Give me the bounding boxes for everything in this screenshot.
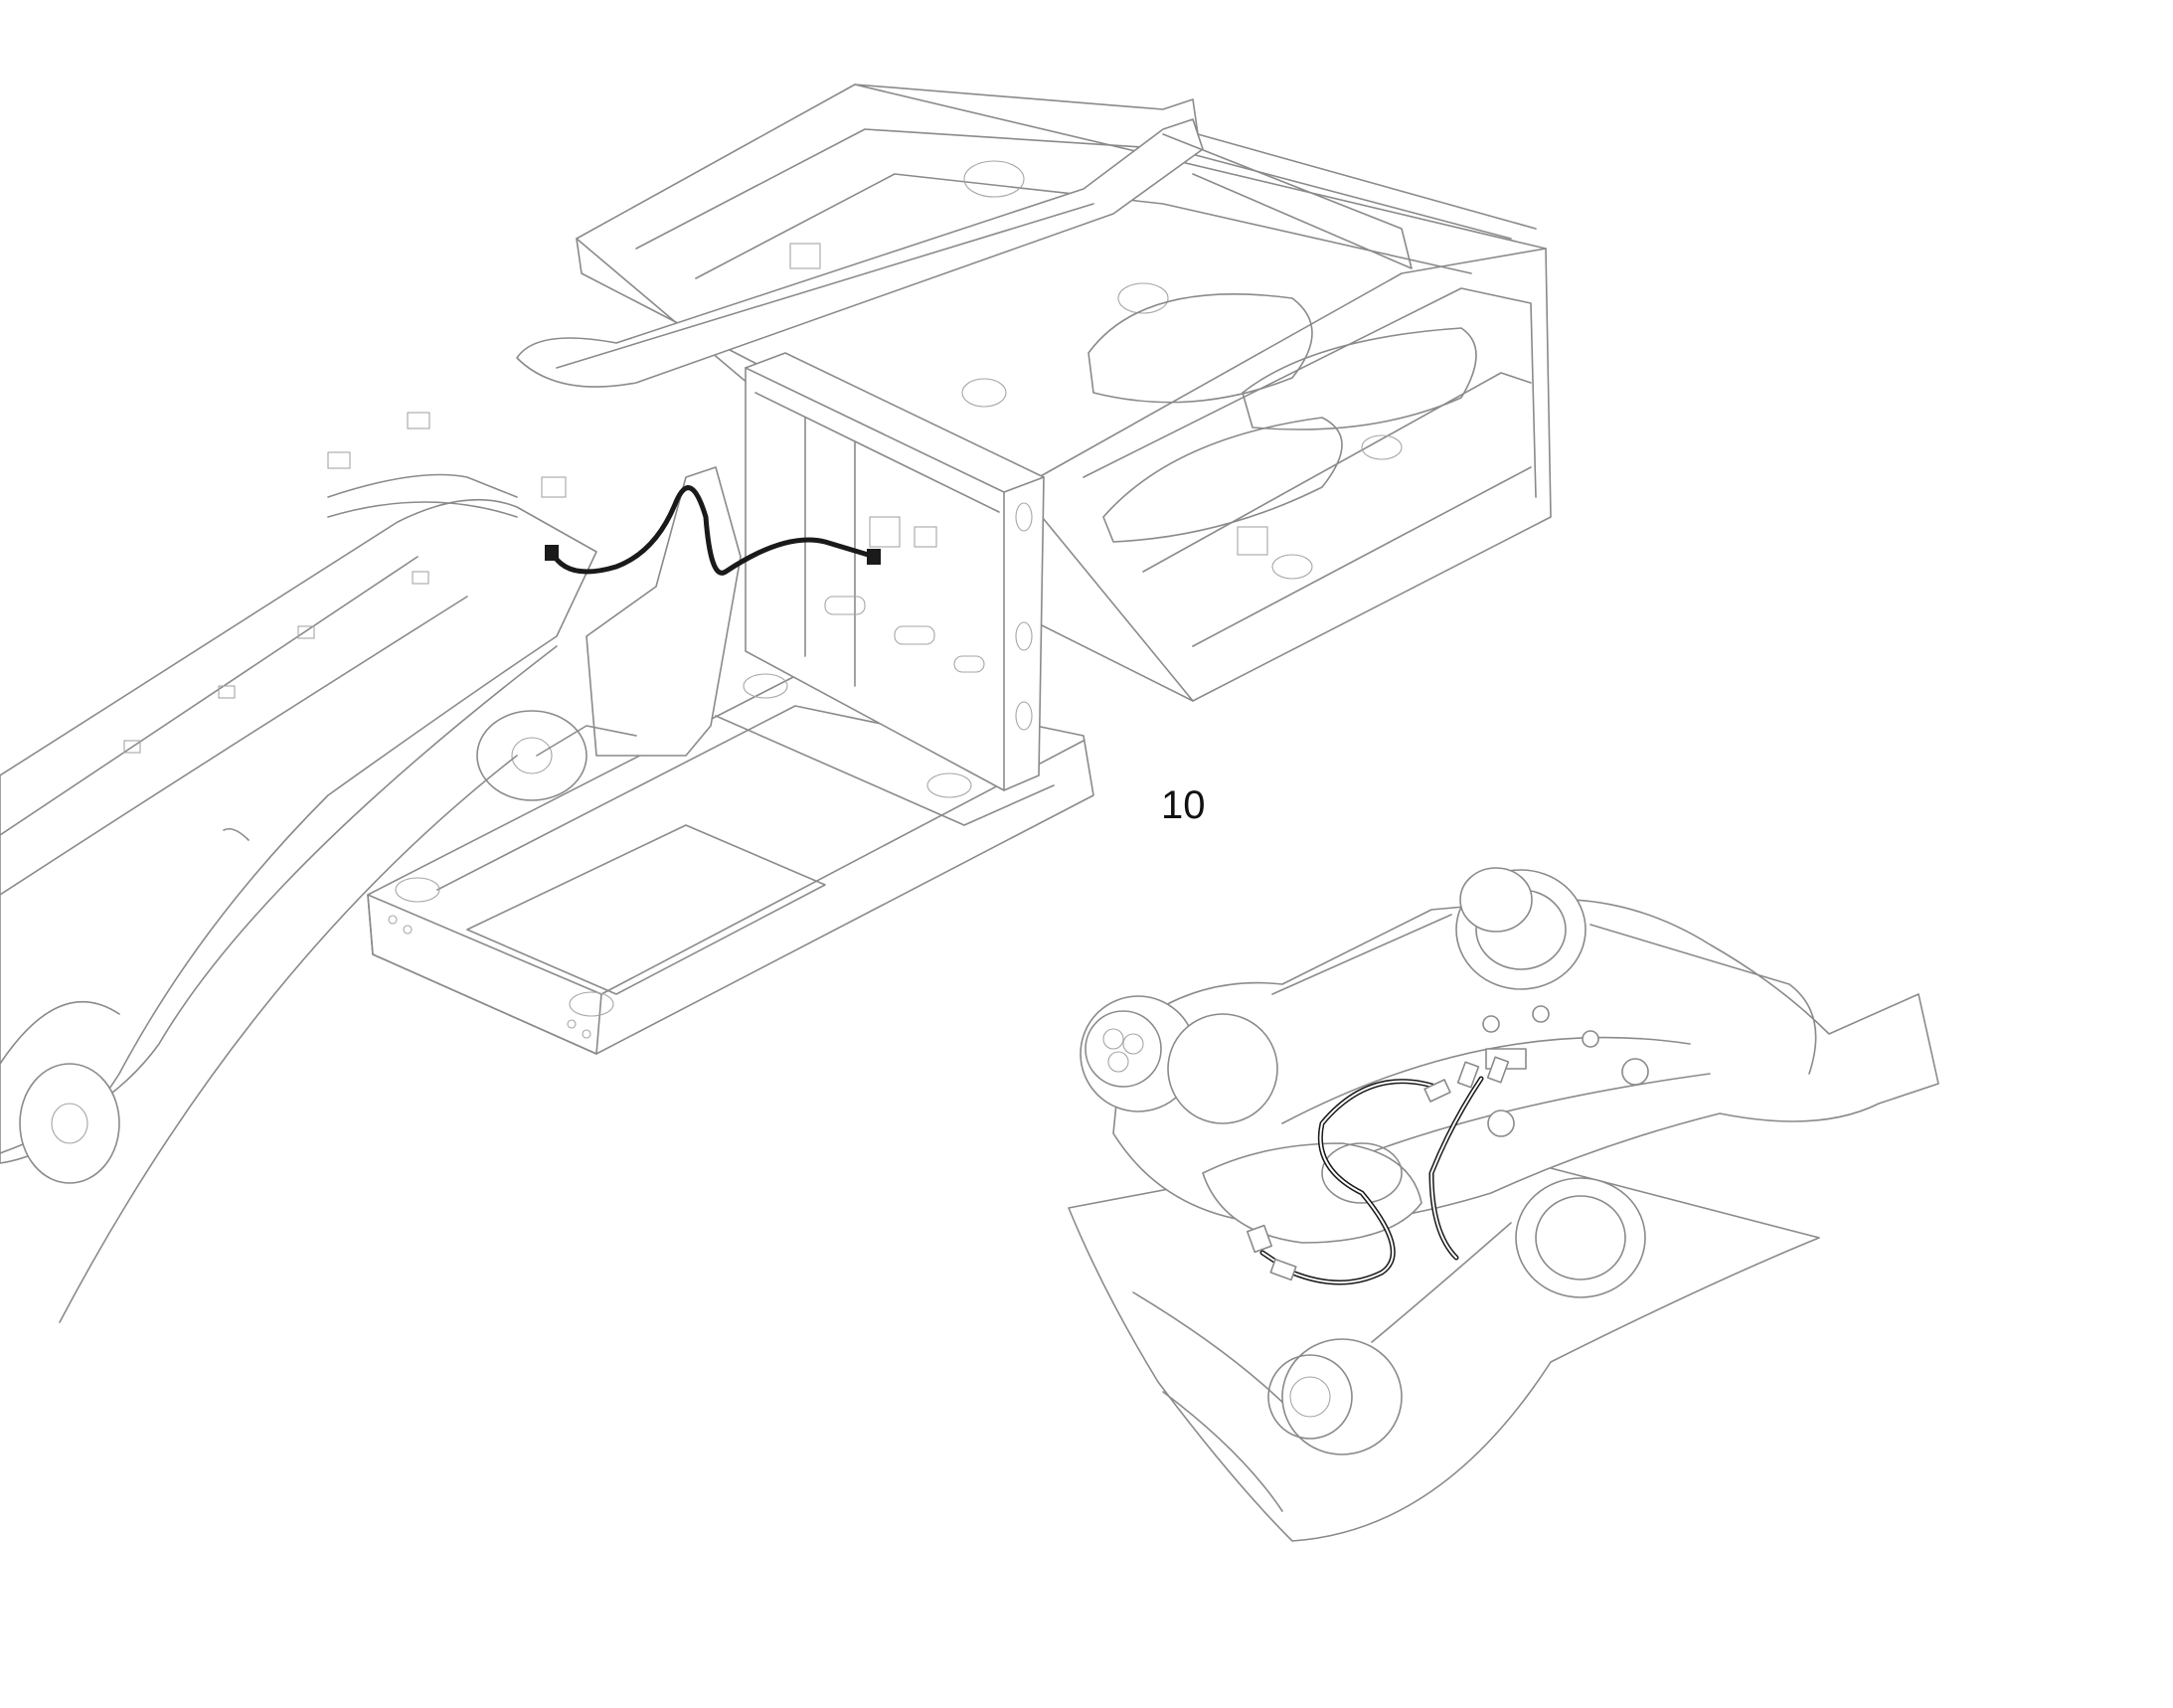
boom-brackets	[123, 412, 567, 754]
mounting-plate	[745, 352, 1045, 791]
boom-upright	[476, 466, 742, 801]
detail-reference-label: 10	[1161, 783, 1206, 827]
highlighted-hose-detail	[1246, 1056, 1510, 1285]
highlighted-hose-upper	[545, 485, 881, 576]
side-beam	[516, 118, 1413, 388]
boom-arm	[0, 473, 597, 1323]
detail-view	[1068, 867, 1939, 1542]
front-frame	[367, 673, 1094, 1055]
